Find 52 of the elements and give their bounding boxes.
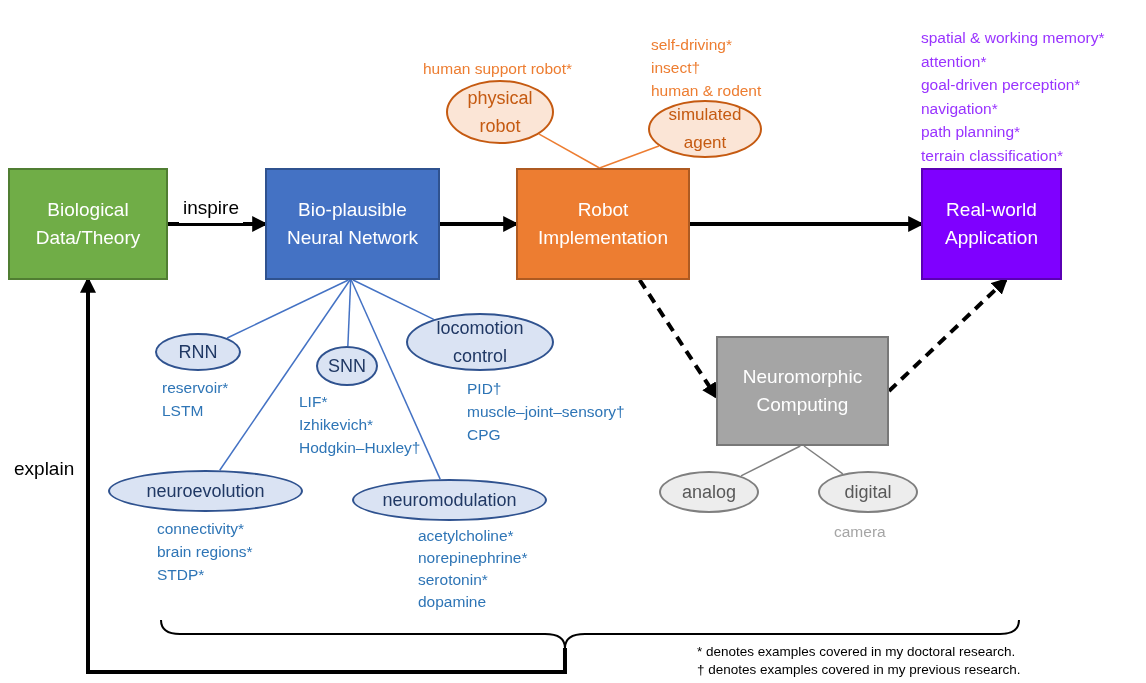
category-ellipse: analog <box>659 471 759 513</box>
connector-line <box>347 279 352 347</box>
example-text: norepinephrine* <box>418 548 528 568</box>
category-ellipse: simulated agent <box>648 100 762 158</box>
category-ellipse: neuromodulation <box>352 479 547 521</box>
dashed-arrow <box>638 278 718 400</box>
connector-line <box>350 279 441 480</box>
category-ellipse: digital <box>818 471 918 513</box>
example-text: LSTM <box>162 401 204 421</box>
example-text: navigation* <box>921 98 998 119</box>
example-text: camera <box>834 522 886 542</box>
example-text: acetylcholine* <box>418 526 514 546</box>
example-text: serotonin* <box>418 570 488 590</box>
process-box: Bio-plausible Neural Network <box>265 168 440 280</box>
category-ellipse: RNN <box>155 333 241 371</box>
connector-line <box>219 279 351 471</box>
example-text: PID† <box>467 379 502 399</box>
process-box: Robot Implementation <box>516 168 690 280</box>
category-ellipse: locomotion control <box>406 313 554 371</box>
connector-line <box>740 445 802 477</box>
connector-line <box>352 279 435 321</box>
example-text: spatial & working memory* <box>921 28 1105 48</box>
example-text: dopamine <box>418 592 487 612</box>
process-box: Real-world Application <box>921 168 1062 280</box>
example-text: Izhikevich* <box>299 415 374 435</box>
example-text: brain regions* <box>157 542 253 562</box>
example-text: human support robot* <box>423 59 573 79</box>
example-text: STDP* <box>157 565 205 585</box>
example-text: reservoir* <box>162 378 229 398</box>
example-text: attention* <box>921 51 987 72</box>
connector-line <box>598 145 660 169</box>
example-text: CPG <box>467 425 501 445</box>
process-box: Neuromorphic Computing <box>716 336 889 446</box>
connector-line <box>226 279 350 339</box>
connector-line <box>538 133 601 169</box>
example-text: terrain classification* <box>921 145 1064 166</box>
footnote-text: * denotes examples covered in my doctoral research. <box>697 643 1016 660</box>
process-box: Biological Data/Theory <box>8 168 168 280</box>
category-ellipse: physical robot <box>446 80 554 144</box>
example-text: LIF* <box>299 392 328 412</box>
footnote-text: † denotes examples covered in my previous research. <box>697 661 1021 678</box>
example-text: path planning* <box>921 122 1021 142</box>
curly-brace <box>160 620 1020 648</box>
example-text: muscle–joint–sensory† <box>467 402 625 422</box>
example-text: human & rodent <box>651 81 762 101</box>
example-text: self-driving* <box>651 35 732 55</box>
example-text: Hodgkin–Huxley† <box>299 438 421 458</box>
example-text: insect† <box>651 58 701 78</box>
category-ellipse: SNN <box>316 346 378 386</box>
example-text: goal-driven perception* <box>921 75 1081 95</box>
example-text: connectivity* <box>157 519 244 539</box>
category-ellipse: neuroevolution <box>108 470 303 512</box>
